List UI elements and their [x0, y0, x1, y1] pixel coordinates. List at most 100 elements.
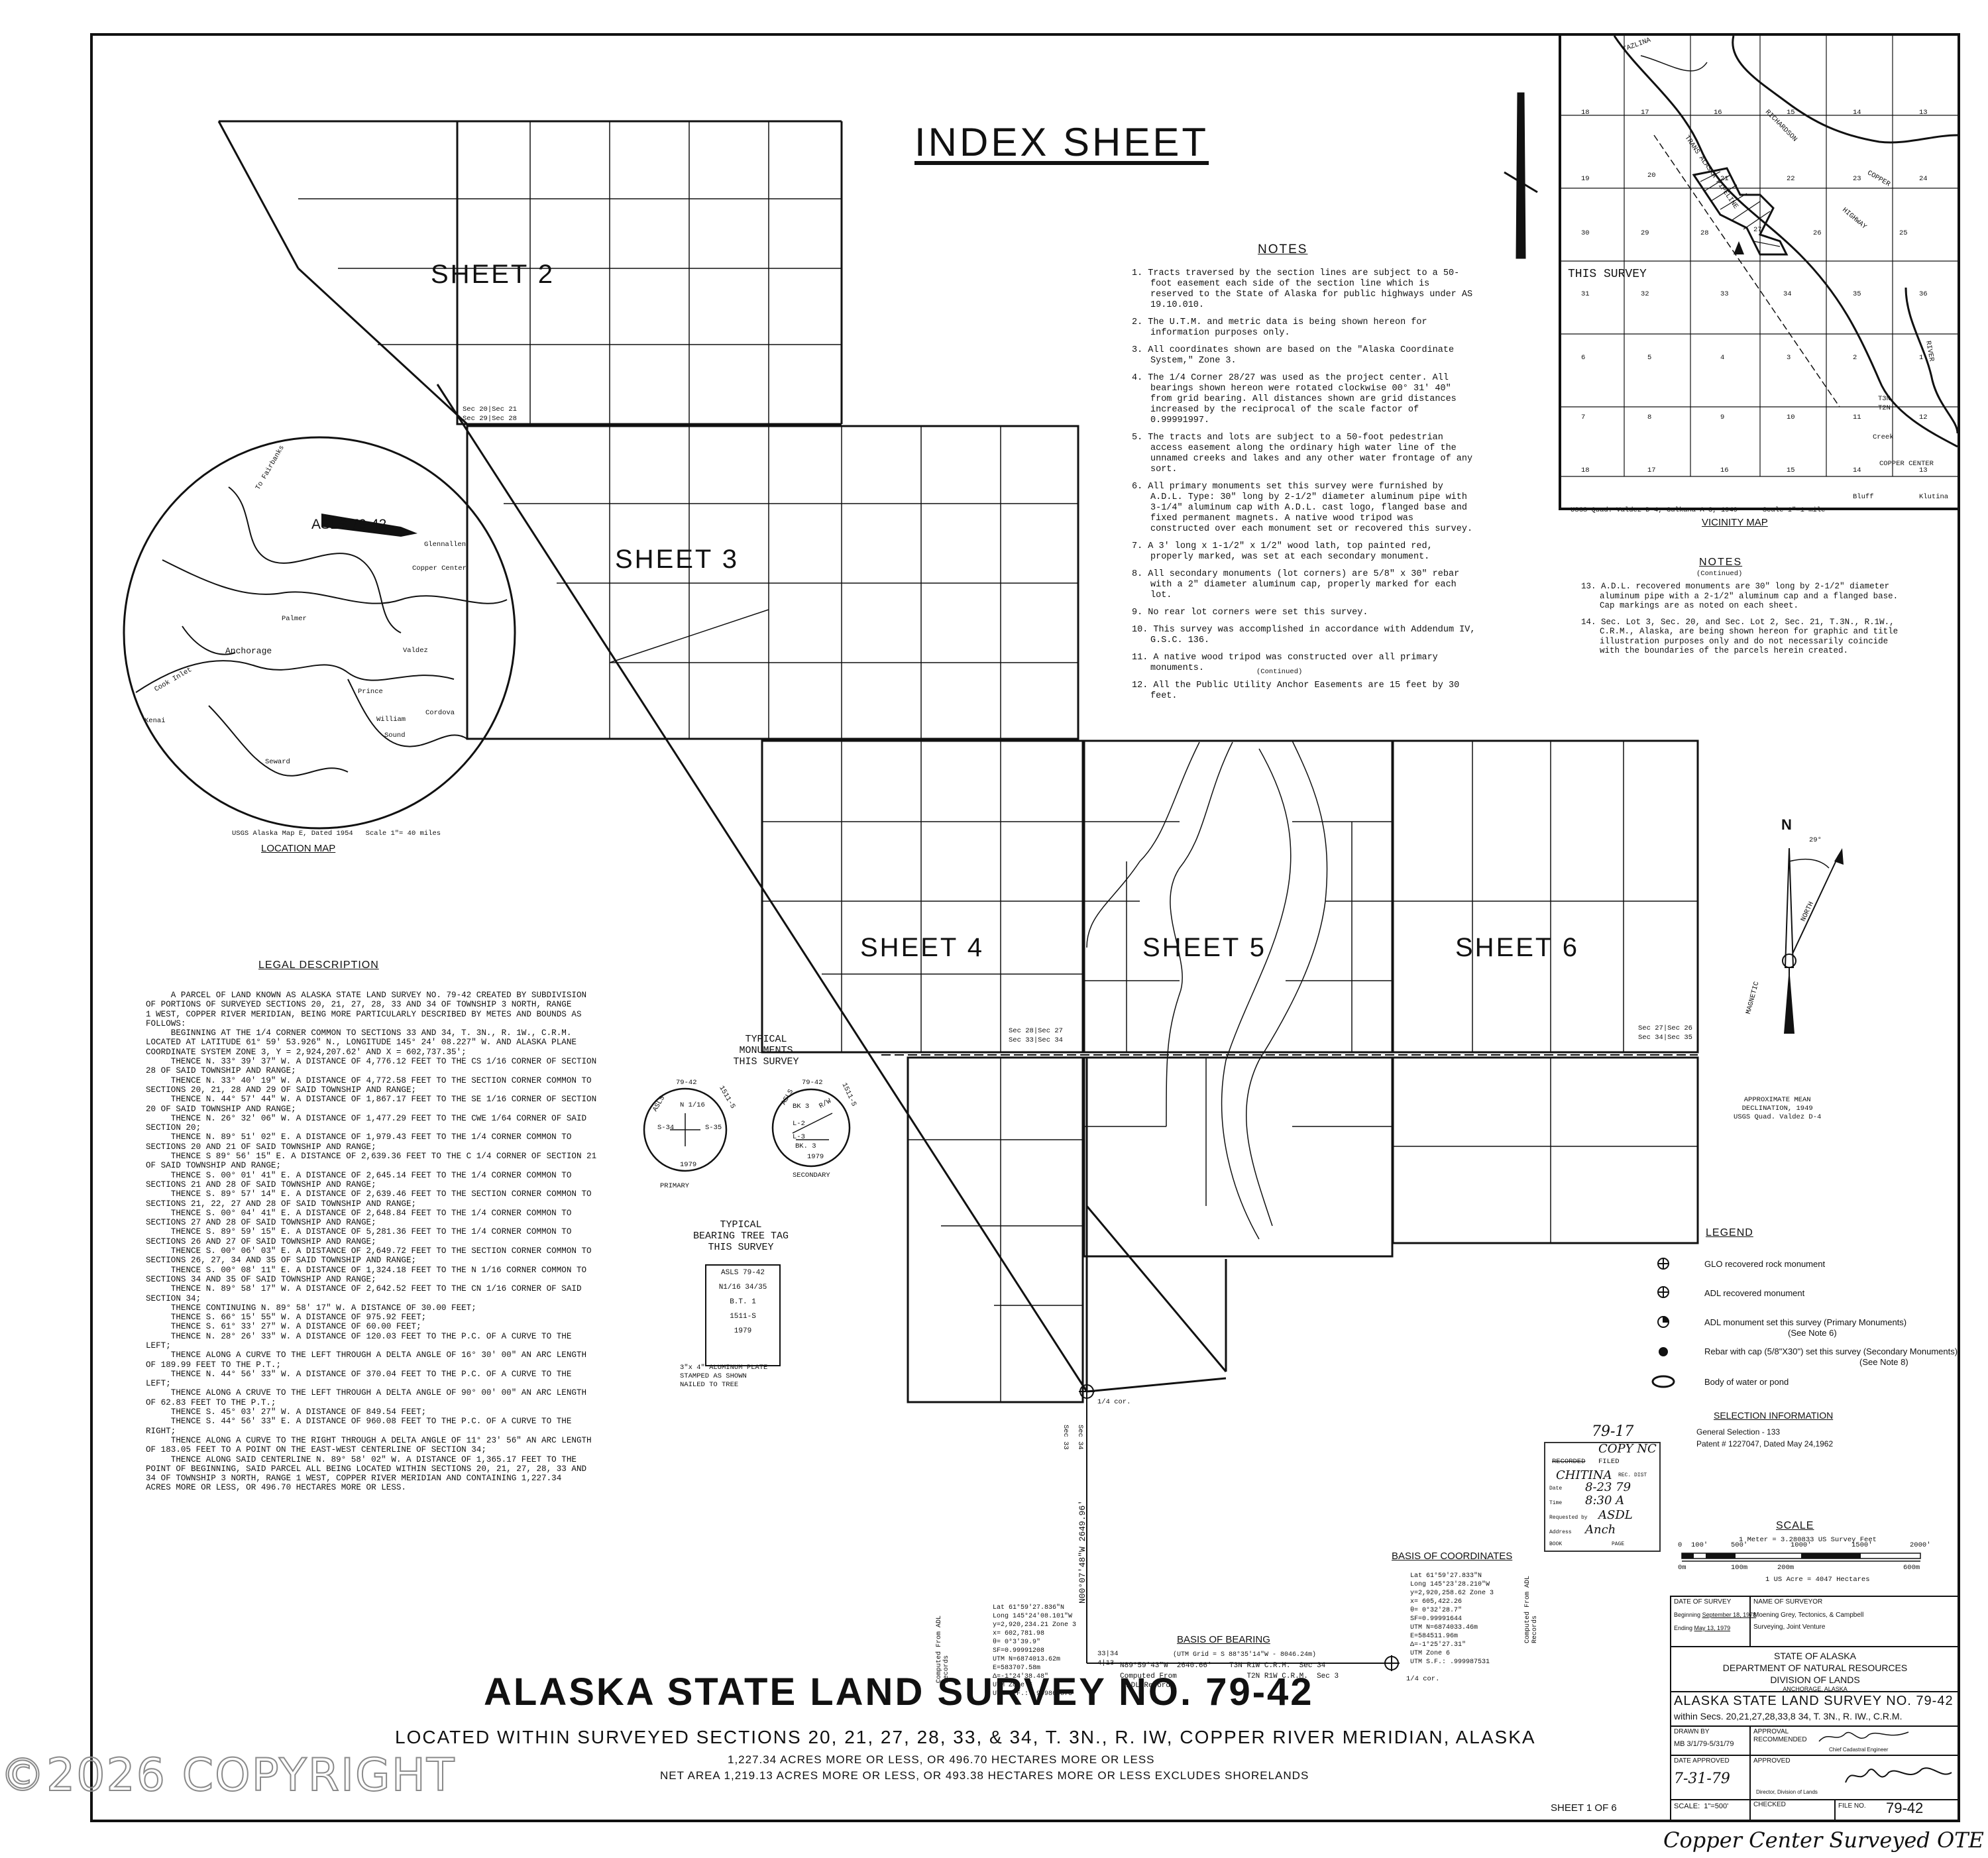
note-item: 11. A native wood tripod was constructed…: [1132, 653, 1438, 673]
vicinity-map: [1561, 36, 1958, 477]
legal-line: SECTIONS 21, 22, 27 AND 28 OF SAID TOWNS…: [146, 1199, 417, 1209]
legal-line: COORDINATE SYSTEM ZONE 3, Y = 2,924,207.…: [146, 1047, 467, 1057]
legal-line: SECTION 20;: [146, 1123, 201, 1133]
main-title: ALASKA STATE LAND SURVEY NO. 79-42: [484, 1670, 1314, 1714]
bearing-line2: Computed From T2N R1W C.R.M. Sec 3: [1120, 1672, 1339, 1680]
copyright-watermark: ©2026 COPYRIGHT: [0, 1749, 456, 1802]
notes-list: 1. Tracts traversed by the section lines…: [1132, 268, 1476, 708]
legal-line: THENCE CONTINUING N. 89° 58' 17" W. A DI…: [146, 1303, 476, 1313]
section-mark: 4|13: [1097, 1659, 1115, 1667]
legal-line: ACRES MORE OR LESS, OR 496.70 HECTARES M…: [146, 1483, 406, 1493]
section-mark: Sec 27|Sec 26: [1638, 1024, 1692, 1032]
tb-date-survey-label: DATE OF SURVEY: [1674, 1598, 1732, 1606]
legend-item: Body of water or pond: [1704, 1377, 1789, 1387]
legal-line: OF 189.99 FEET TO THE P.T.;: [146, 1360, 282, 1370]
recording-stamp: 79-17 COPY NC RECORDED FILED CHITINA REC…: [1544, 1423, 1661, 1552]
sheet-3-label[interactable]: SHEET 3: [615, 545, 739, 574]
legend-note: (See Note 8): [1859, 1357, 1908, 1367]
section-mark: Sec 33|Sec 34: [1009, 1036, 1063, 1044]
note-item: 13. A.D.L. recovered monuments are 30" l…: [1581, 582, 1899, 610]
legal-line: SECTIONS 27 AND 28 OF SAID TOWNSHIP AND …: [146, 1218, 376, 1228]
scale-bar: [1681, 1553, 1921, 1562]
bearing-utm: (UTM Grid = S 88°35'14"W - 8046.24m): [1173, 1651, 1317, 1659]
note-item: 14. Sec. Lot 3, Sec. 20, and Sec. Lot 2,…: [1581, 617, 1899, 656]
legal-line: THENCE ALONG A CURVE TO THE LEFT THROUGH…: [146, 1350, 587, 1360]
legal-line: THENCE S. 00° 08' 11" E. A DISTANCE OF 1…: [146, 1265, 587, 1275]
vicinity-map-frame: [1559, 33, 1960, 510]
legend-note: (See Note 6): [1788, 1328, 1837, 1338]
legal-line: THENCE S. 45° 03' 27" W. A DISTANCE OF 8…: [146, 1407, 427, 1417]
section-mark: Sec 29|Sec 28: [463, 415, 517, 423]
legal-line: 20 OF SAID TOWNSHIP AND RANGE;: [146, 1104, 296, 1114]
legal-line: THENCE S. 89° 57' 14" E. A DISTANCE OF 2…: [146, 1189, 592, 1199]
north-label: N: [1781, 816, 1792, 833]
acres-line-1: 1,227.34 ACRES MORE OR LESS, OR 496.70 H…: [728, 1753, 1155, 1766]
legal-line: FOLLOWS:: [146, 1018, 186, 1028]
legend-title: LEGEND: [1706, 1227, 1753, 1238]
legal-line: RIGHT;: [146, 1426, 176, 1436]
place-valdez: Valdez: [403, 647, 428, 655]
legal-line: SECTIONS 26, 27, 34 AND 35 OF SAID TOWNS…: [146, 1256, 417, 1266]
legal-description: A PARCEL OF LAND KNOWN AS ALASKA STATE L…: [146, 991, 600, 1493]
sheet-6-label[interactable]: SHEET 6: [1455, 933, 1579, 962]
note-item: 6. All primary monuments set this survey…: [1132, 482, 1473, 534]
sec34-label: Sec 34: [1076, 1425, 1084, 1450]
place-prince: Prince: [358, 688, 383, 696]
vicinity-map-title: VICINITY MAP: [1702, 517, 1768, 528]
note-item: 3. All coordinates shown are based on th…: [1132, 345, 1455, 366]
location-map: [123, 436, 516, 830]
legal-line: THENCE N. 33° 40' 19" W. A DISTANCE OF 4…: [146, 1075, 592, 1085]
sheet-5-label[interactable]: SHEET 5: [1142, 933, 1266, 962]
legal-line: OF 62.83 FEET TO THE P.T.;: [146, 1397, 276, 1407]
legal-line: POINT OF BEGINNING, SAID PARCEL ALL BEIN…: [146, 1464, 587, 1474]
tb-survey-name: ALASKA STATE LAND SURVEY NO. 79-42: [1674, 1694, 1954, 1708]
bearing-tree-tag: ASLS 79-42 N1/16 34/35 B.T. 1 1511-S 197…: [705, 1264, 781, 1366]
legal-line: 34 OF TOWNSHIP 3 NORTH, RANGE 1 WEST, CO…: [146, 1474, 562, 1484]
legal-line: THENCE S. 00° 06' 03" E. A DISTANCE OF 2…: [146, 1246, 592, 1256]
sheet-2-label[interactable]: SHEET 2: [431, 260, 555, 289]
vicinity-this-survey: THIS SURVEY: [1568, 268, 1647, 281]
notes2-list: 13. A.D.L. recovered monuments are 30" l…: [1581, 582, 1912, 663]
location-survey-label: ASLS 79-42: [311, 517, 387, 532]
note-item: 10. This survey was accomplished in acco…: [1132, 625, 1476, 645]
legal-line: THENCE N. 89° 51' 02" E. A DISTANCE OF 1…: [146, 1132, 572, 1142]
legal-line: 28 OF SAID TOWNSHIP AND RANGE;: [146, 1066, 296, 1076]
notes-title: NOTES: [1258, 243, 1308, 256]
legal-line: OF 183.05 FEET TO A POINT ON THE EAST-WE…: [146, 1445, 486, 1455]
tb-agency: STATE OF ALASKA DEPARTMENT OF NATURAL RE…: [1722, 1651, 1908, 1692]
legend-item: ADL recovered monument: [1704, 1288, 1805, 1298]
place-kenai: Kenai: [144, 717, 166, 725]
legal-title: LEGAL DESCRIPTION: [258, 959, 379, 971]
legal-line: THENCE S. 61° 33' 27" W. A DISTANCE OF 6…: [146, 1322, 421, 1332]
note-item: 9. No rear lot corners were set this sur…: [1132, 608, 1368, 618]
sheet-4-label[interactable]: SHEET 4: [860, 933, 984, 962]
legal-line: THENCE N. 33° 39' 37" W. A DISTANCE OF 4…: [146, 1057, 597, 1067]
vicinity-map-source: USGS Quad. Valdez D-4, Gulkana A-3, 1949…: [1571, 506, 1826, 514]
acres-line-2: NET AREA 1,219.13 ACRES MORE OR LESS, OR…: [660, 1769, 1309, 1782]
declination-arrow: [1782, 847, 1844, 1034]
scale-title: SCALE: [1776, 1520, 1814, 1531]
legend-item: ADL monument set this survey (Primary Mo…: [1704, 1317, 1907, 1327]
legal-line: THENCE N. 28° 26' 33" W. A DISTANCE OF 1…: [146, 1331, 572, 1341]
vicinity-section-grid: 18 17 16 15 14 13 19 20 21 22 23 24 30 2…: [1568, 36, 1949, 501]
legal-line: THENCE ALONG A CURVE TO THE RIGHT THROUG…: [146, 1435, 592, 1445]
legal-line: SECTIONS 26 AND 27 OF SAID TOWNSHIP AND …: [146, 1236, 376, 1246]
place-sound: Sound: [384, 732, 406, 739]
legal-line: SECTION 34;: [146, 1293, 201, 1303]
selection-title: SELECTION INFORMATION: [1714, 1410, 1834, 1421]
note-item: 4. The 1/4 Corner 28/27 was used as the …: [1132, 373, 1457, 425]
place-anchorage: Anchorage: [225, 646, 272, 656]
legal-line: SECTIONS 20, 21, 28 AND 29 OF SAID TOWNS…: [146, 1085, 417, 1095]
note-item: 7. A 3' long x 1-1/2" x 1/2" wood lath, …: [1132, 541, 1433, 562]
tb-surveyor-label: NAME OF SURVEYOR: [1753, 1598, 1823, 1606]
location-map-title: LOCATION MAP: [261, 843, 336, 854]
notes2-title: NOTES: [1699, 557, 1743, 568]
coords-title: BASIS OF COORDINATES: [1392, 1551, 1513, 1562]
legal-line: THENCE ALONG SAID CENTERLINE N. 89° 58' …: [146, 1454, 577, 1464]
scale-acre: 1 US Acre = 4047 Hectares: [1765, 1576, 1870, 1584]
legal-line: OF PORTIONS OF SURVEYED SECTIONS 20, 21,…: [146, 1000, 572, 1010]
